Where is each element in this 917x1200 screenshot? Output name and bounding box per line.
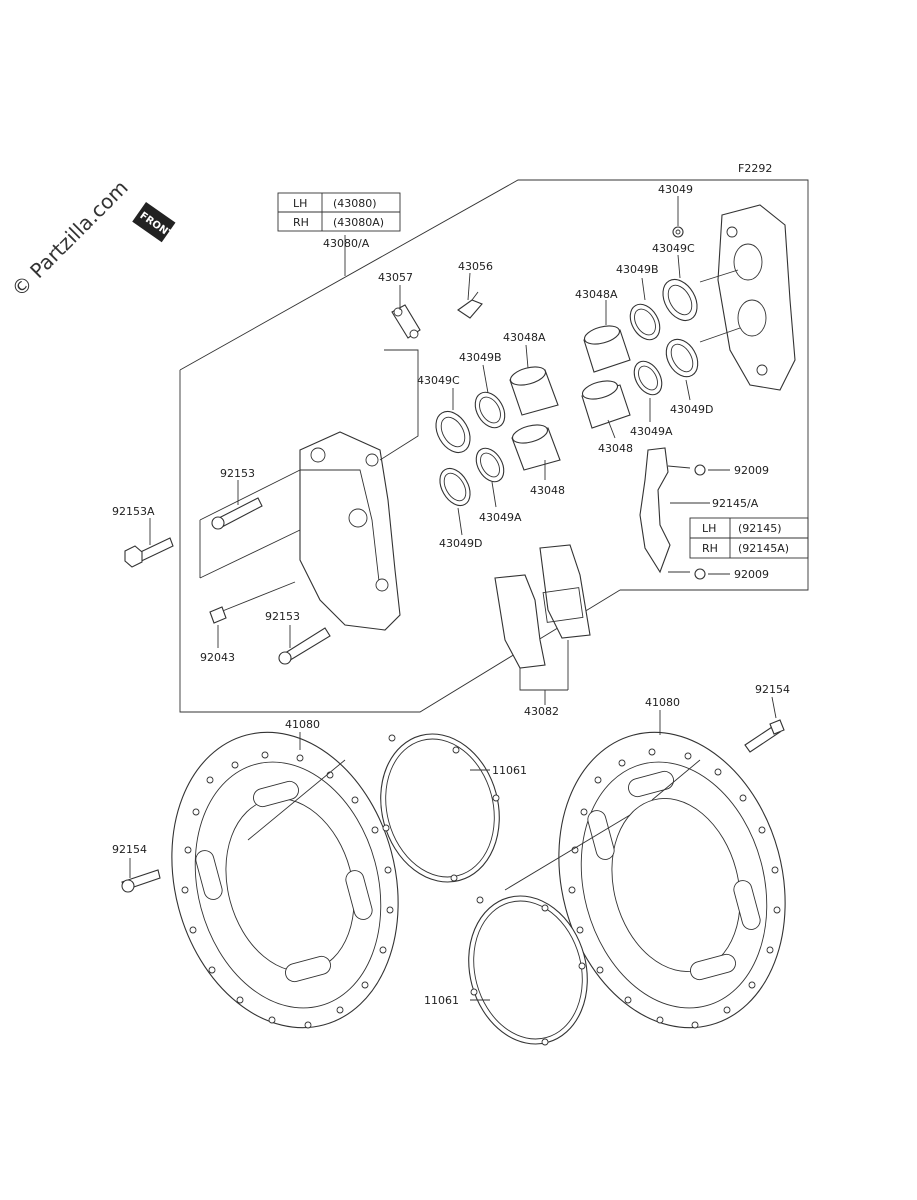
caliper-right	[699, 204, 796, 391]
callout-92153-top: 92153	[220, 467, 255, 480]
callout-41080-right: 41080	[645, 696, 680, 709]
callout-92153a: 92153A	[112, 505, 155, 518]
gasket-bottom	[468, 895, 588, 1046]
callout-43057: 43057	[378, 271, 413, 284]
seals-left	[435, 391, 506, 507]
callout-43048a-right: 43048A	[575, 288, 618, 301]
caliper-table-part-0: (43080)	[333, 197, 377, 210]
assembly-frame	[179, 179, 809, 713]
cover-table-side-1: RH	[702, 542, 718, 555]
callout-41080-left: 41080	[285, 718, 320, 731]
cover-bracket	[639, 447, 706, 580]
callout-43049a-right: 43049A	[630, 425, 673, 438]
callout-92154-left: 92154	[112, 843, 147, 856]
cover-table-side-0: LH	[702, 522, 716, 535]
leader-lines	[129, 196, 777, 1001]
seals-right	[629, 226, 699, 396]
callout-43049c-left: 43049C	[417, 374, 460, 387]
callout-43080a: 43080/A	[323, 237, 370, 250]
cover-table: LH (92145) RH (92145A)	[689, 517, 809, 559]
callout-92153-bottom: 92153	[265, 610, 300, 623]
callout-92145a: 92145/A	[712, 497, 759, 510]
callout-43056: 43056	[458, 260, 493, 273]
callout-11061-top: 11061	[492, 764, 527, 777]
callout-43048a-left: 43048A	[503, 331, 546, 344]
callout-43049d-right: 43049D	[670, 403, 713, 416]
callout-43049d-left: 43049D	[439, 537, 482, 550]
caliper-bolts	[124, 497, 331, 665]
cover-table-part-0: (92145)	[738, 522, 782, 535]
callout-92009-top: 92009	[734, 464, 769, 477]
callout-43049a-left: 43049A	[479, 511, 522, 524]
caliper-left	[199, 431, 401, 631]
partzilla-watermark: © Partzilla.com	[7, 175, 133, 301]
caliper-table-part-1: (43080A)	[333, 216, 384, 229]
callout-43048-left: 43048	[530, 484, 565, 497]
gasket-top	[380, 733, 500, 883]
pistons-left	[509, 366, 561, 471]
brake-disc-left	[121, 731, 399, 1029]
figure-code: F2292	[738, 162, 772, 175]
callout-92154-right: 92154	[755, 683, 790, 696]
callout-92043: 92043	[200, 651, 235, 664]
callout-43049c-right: 43049C	[652, 242, 695, 255]
callout-43049b-right: 43049B	[616, 263, 659, 276]
callout-92009-bottom: 92009	[734, 568, 769, 581]
callout-43082: 43082	[524, 705, 559, 718]
cover-table-part-1: (92145A)	[738, 542, 789, 555]
brake-pads	[494, 544, 591, 669]
callouts: 43080/A 43057 43056 43048A 43049B 43049C…	[112, 183, 790, 1007]
callout-43049b-left: 43049B	[459, 351, 502, 364]
caliper-table-side-1: RH	[293, 216, 309, 229]
callout-11061-bottom: 11061	[424, 994, 459, 1007]
caliper-table-side-0: LH	[293, 197, 307, 210]
pistons-right	[581, 325, 631, 429]
pin-and-bleed	[379, 291, 483, 461]
caliper-table: LH (43080) RH (43080A)	[277, 192, 401, 232]
front-badge: FRONT	[132, 202, 176, 243]
callout-43048-right: 43048	[598, 442, 633, 455]
brake-disc-right	[558, 719, 786, 1029]
callout-43049-right: 43049	[658, 183, 693, 196]
